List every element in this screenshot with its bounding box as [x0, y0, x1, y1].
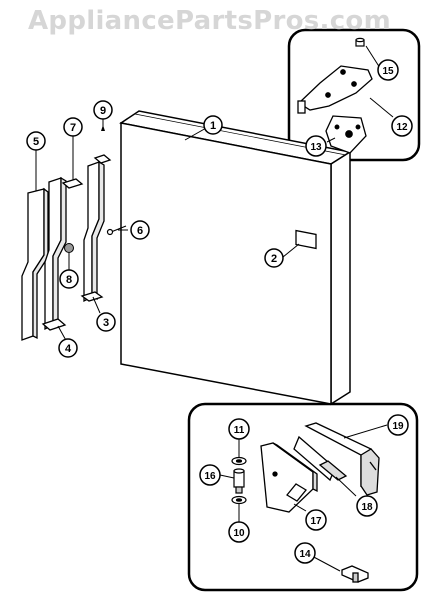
- hinge-bushing: [233, 468, 245, 494]
- lower-hinge-inset-frame: [187, 402, 419, 592]
- callout-label-6: 6: [137, 225, 143, 237]
- callout-1: 1: [203, 115, 223, 135]
- callout-label-13: 13: [310, 142, 322, 153]
- callout-15: 15: [377, 59, 399, 81]
- nameplate: [295, 229, 317, 250]
- callout-7: 7: [63, 117, 83, 137]
- callout-8: 8: [59, 269, 79, 289]
- callout-label-18: 18: [361, 502, 373, 513]
- callout-label-12: 12: [396, 122, 408, 133]
- callout-label-5: 5: [33, 136, 39, 148]
- door-panel: [119, 110, 352, 406]
- bottom-washer: [231, 495, 247, 505]
- hinge-bracket: [293, 435, 348, 482]
- callout-label-11: 11: [234, 425, 245, 436]
- callout-4: 4: [58, 338, 78, 358]
- callout-label-3: 3: [103, 317, 109, 329]
- hinge-pin: [355, 37, 365, 47]
- callout-17: 17: [305, 509, 327, 531]
- watermark-logo: AppliancePartsPros.com: [28, 6, 391, 36]
- callout-label-9: 9: [100, 105, 106, 117]
- hinge-shim: [325, 115, 367, 154]
- callout-19: 19: [387, 414, 409, 436]
- callout-label-8: 8: [66, 274, 72, 286]
- plug-button: [64, 243, 74, 253]
- callout-12: 12: [391, 115, 413, 137]
- top-washer: [231, 456, 247, 466]
- callout-10: 10: [228, 521, 250, 543]
- callout-label-16: 16: [204, 471, 216, 482]
- callout-14: 14: [294, 542, 316, 564]
- callout-label-1: 1: [210, 120, 216, 132]
- callout-label-2: 2: [271, 253, 277, 265]
- callout-13: 13: [305, 135, 327, 157]
- upper-hinge-inset-frame: [287, 28, 421, 162]
- left-door-handle-trim: [21, 187, 49, 341]
- door-stop: [341, 565, 369, 583]
- callout-3: 3: [96, 312, 116, 332]
- callout-11: 11: [228, 418, 250, 440]
- callout-18: 18: [356, 495, 378, 517]
- callout-label-19: 19: [392, 421, 404, 432]
- upper-clip: [61, 178, 84, 189]
- callout-2: 2: [264, 248, 284, 268]
- left-handle-clip: [41, 318, 67, 331]
- callout-label-10: 10: [233, 528, 245, 539]
- upper-hinge: [297, 65, 373, 114]
- callout-16: 16: [199, 464, 221, 486]
- callout-label-17: 17: [310, 516, 322, 527]
- callout-label-7: 7: [70, 122, 76, 134]
- callout-5: 5: [26, 131, 46, 151]
- callout-label-14: 14: [299, 549, 311, 560]
- lower-hinge: [260, 442, 318, 513]
- callout-9: 9: [93, 100, 113, 120]
- left-handle-clip-assembly: [41, 176, 84, 331]
- hinge-plate: [304, 422, 380, 496]
- callout-6: 6: [130, 220, 150, 240]
- right-door-handle-trim: [80, 154, 112, 303]
- handle-screw: [106, 225, 127, 236]
- leader-lines: [35, 45, 394, 572]
- callout-label-4: 4: [65, 343, 72, 355]
- callout-label-15: 15: [382, 66, 394, 77]
